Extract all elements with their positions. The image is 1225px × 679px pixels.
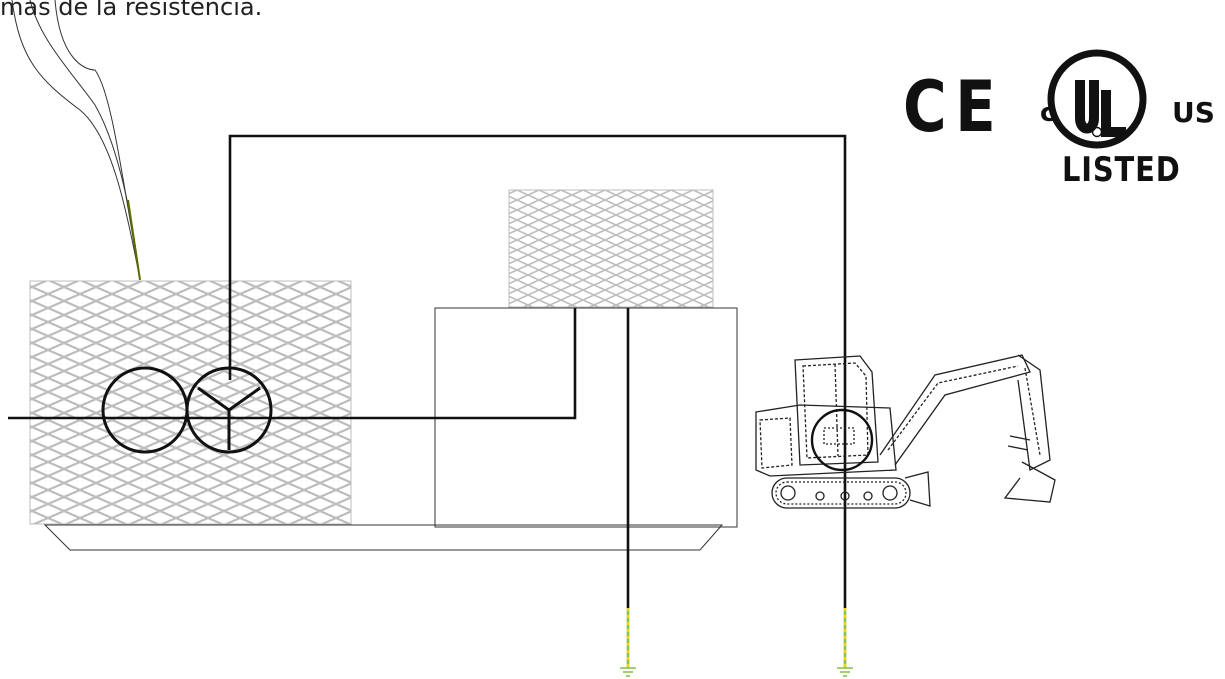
- cable-bundle: [11, 0, 141, 281]
- caption-text: mas de la resistencia.: [0, 0, 263, 21]
- cable-end: [127, 199, 141, 281]
- ul-circle-mark: [1047, 49, 1147, 149]
- ul-listed-label: LISTED: [1062, 150, 1181, 190]
- ce-mark-icon: CE: [903, 66, 1005, 148]
- transformer-mesh-enclosure: [29, 280, 352, 525]
- ul-listed-mark-icon: c US LISTED: [1036, 66, 1216, 190]
- ground-symbol-icon: [620, 608, 636, 677]
- base-platform: [43, 524, 724, 551]
- transformer-symbol-icon: [101, 366, 273, 454]
- excavator-icon: [755, 354, 1056, 509]
- cabinet-mesh-grid: [508, 189, 714, 308]
- ul-letters: [1075, 80, 1126, 138]
- ul-country-c: c: [1040, 98, 1056, 128]
- ground-symbol-icon: [837, 608, 853, 677]
- ul-country-us: US: [1172, 96, 1215, 129]
- bonding-conductor: [228, 134, 847, 608]
- power-line: [8, 308, 577, 420]
